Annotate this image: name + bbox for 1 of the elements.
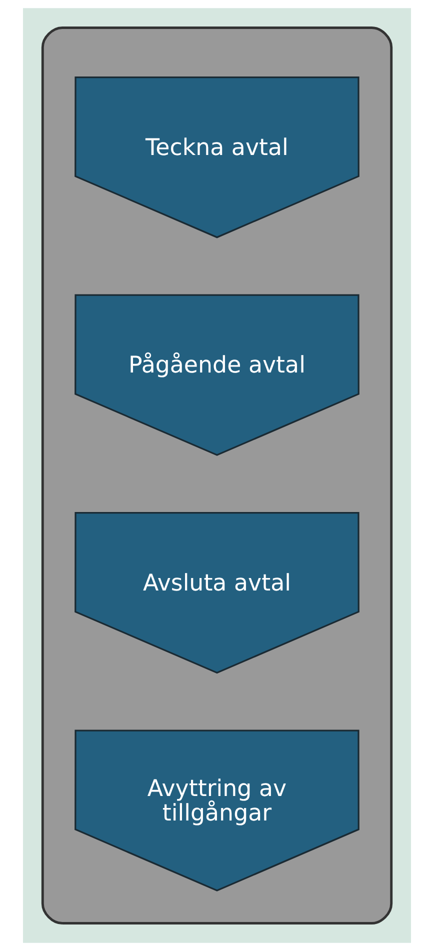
cluster — [41, 26, 393, 924]
